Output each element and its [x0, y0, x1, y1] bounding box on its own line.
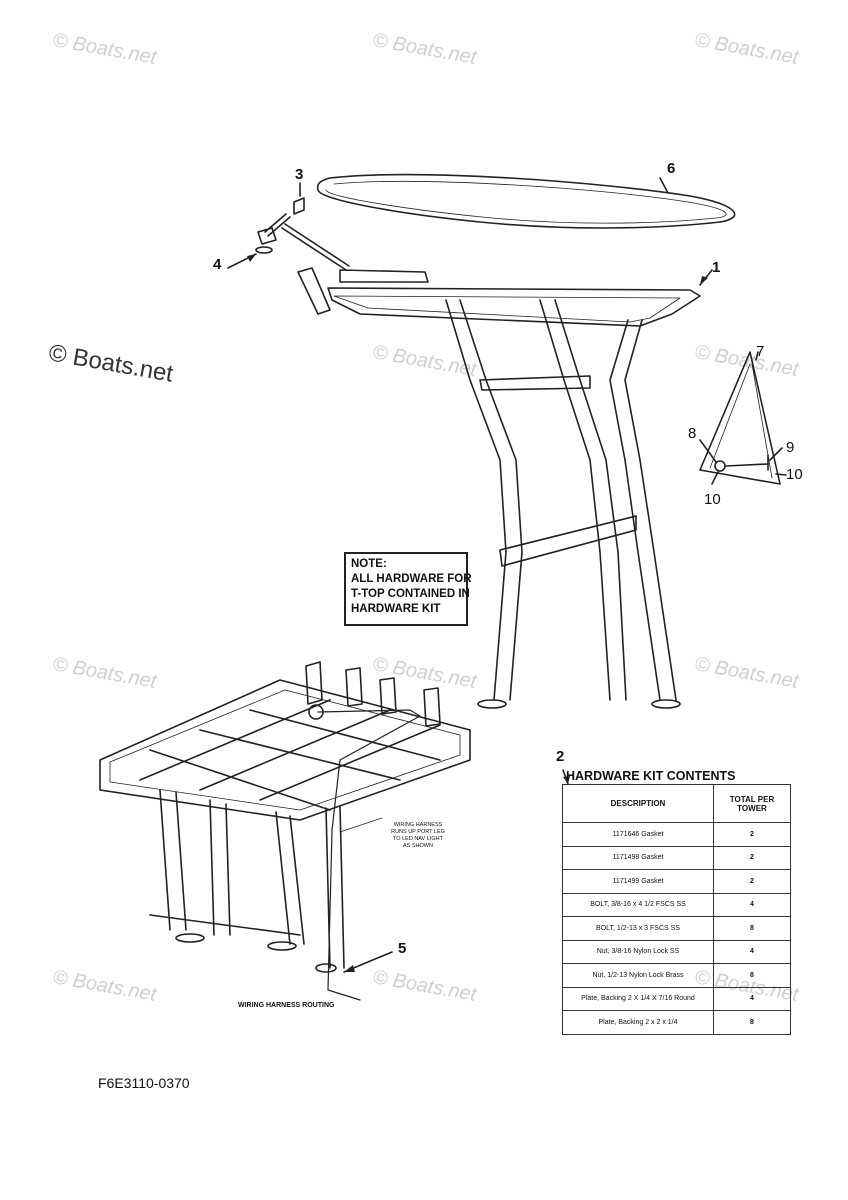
- callout-10: 10: [786, 466, 803, 483]
- table-header-row: DESCRIPTION TOTAL PER TOWER: [562, 784, 791, 823]
- header-total: TOTAL PER TOWER: [713, 784, 791, 823]
- callout-5: 5: [398, 940, 407, 957]
- hardware-note: NOTE: ALL HARDWARE FOR T-TOP CONTAINED I…: [344, 552, 472, 626]
- row-description: Plate, Backing 2 x 2 x 1/4: [562, 1010, 714, 1035]
- row-description: BOLT, 1/2-13 x 3 FSCS SS: [562, 916, 714, 941]
- row-qty: 8: [713, 916, 791, 941]
- callout-9: 9: [786, 439, 795, 456]
- row-description: 1171498 Gasket: [562, 845, 714, 870]
- row-description: Plate, Backing 2 X 1/4 X 7/16 Round: [562, 986, 714, 1011]
- callout-3: 3: [295, 166, 304, 183]
- row-description: Nut, 1/2-13 Nylon Lock Brass: [562, 963, 714, 988]
- callout-8: 8: [688, 425, 697, 442]
- callout-10: 10: [704, 491, 721, 508]
- callout-4: 4: [213, 256, 222, 273]
- row-qty: 8: [713, 1010, 791, 1035]
- callout-7: 7: [756, 343, 765, 360]
- canvas-top: [316, 173, 736, 229]
- row-qty: 4: [713, 892, 791, 917]
- row-qty: 2: [713, 822, 791, 847]
- header-description: DESCRIPTION: [562, 784, 714, 823]
- harness-note-line: AS SHOWN: [403, 843, 433, 849]
- row-description: 1171499 Gasket: [562, 869, 714, 894]
- row-qty: 4: [713, 939, 791, 964]
- figure-code: F6E3110-0370: [98, 1075, 190, 1091]
- harness-note-line: RUNS UP PORT LEG: [391, 829, 445, 835]
- row-description: Nut, 3/8-16 Nylon Lock SS: [562, 939, 714, 964]
- row-qty: 8: [713, 963, 791, 988]
- harness-note-line: WIRING HARNESS: [393, 822, 443, 828]
- row-qty: 4: [713, 986, 791, 1011]
- note-line: NOTE:: [351, 558, 387, 570]
- row-description: BOLT, 3/8-16 x 4 1/2 FSCS SS: [562, 892, 714, 917]
- hardware-kit-table: DESCRIPTION TOTAL PER TOWER 1171646 Gask…: [562, 784, 791, 1035]
- hardware-kit-title: HARDWARE KIT CONTENTS: [566, 769, 736, 783]
- t-top-frame: [327, 287, 701, 327]
- routing-label: WIRING HARNESS ROUTING: [238, 1002, 335, 1009]
- row-qty: 2: [713, 869, 791, 894]
- harness-note: WIRING HARNESS RUNS UP PORT LEG TO LED N…: [378, 822, 458, 850]
- note-line: ALL HARDWARE FOR: [351, 573, 472, 585]
- note-line: T-TOP CONTAINED IN: [351, 588, 470, 600]
- note-line: HARDWARE KIT: [351, 603, 441, 615]
- row-qty: 2: [713, 845, 791, 870]
- harness-note-line: TO LED NAV LIGHT: [393, 836, 443, 842]
- callout-1: 1: [712, 259, 721, 276]
- callout-6: 6: [667, 160, 676, 177]
- callout-2: 2: [556, 748, 565, 765]
- row-description: 1171646 Gasket: [562, 822, 714, 847]
